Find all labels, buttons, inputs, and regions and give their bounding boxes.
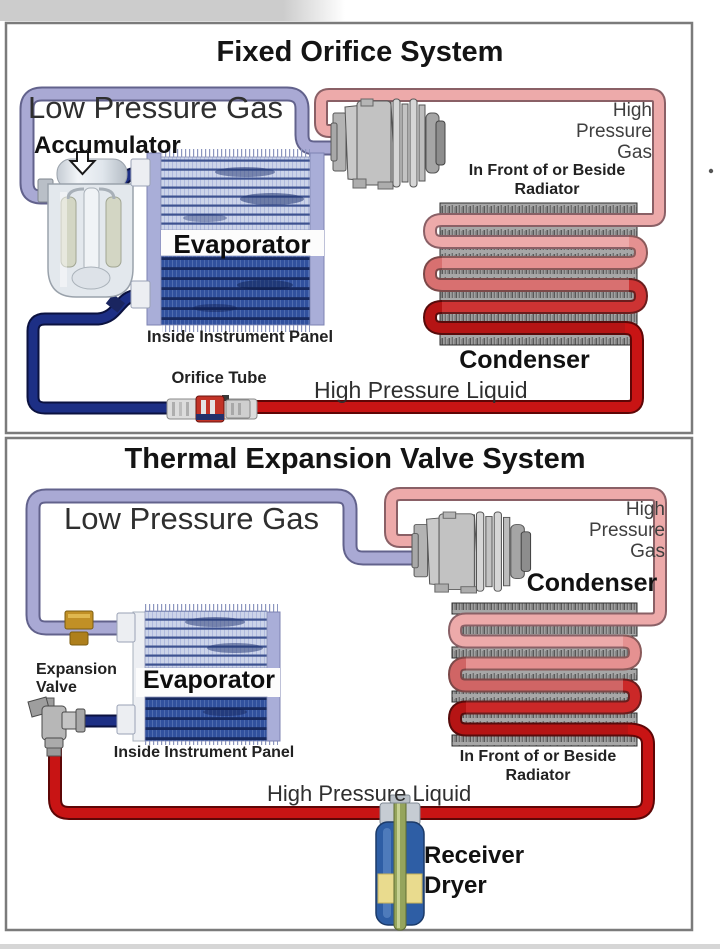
inside-instrument-panel-label-2: Inside Instrument Panel	[113, 744, 295, 761]
inline-fitting	[64, 610, 94, 646]
evaporator-1	[130, 149, 325, 332]
high-pressure-liquid-pipe-2	[50, 724, 653, 818]
radiator-note-2: In Front of or Beside Radiator	[459, 748, 617, 784]
high-pressure-gas-pipe-1	[316, 90, 664, 247]
top-gray-strip	[0, 0, 345, 21]
pipes-fill-2	[27, 489, 665, 818]
evaporator-label-1: Evaporator	[173, 229, 311, 259]
pipes-fill-1	[21, 88, 664, 413]
receiver-dryer-label: Receiver Dryer	[424, 842, 525, 899]
high-pressure-gas-label-2: High Pressure Gas	[588, 499, 665, 562]
condenser-label-2: Condenser	[526, 569, 658, 597]
condenser-label-1: Condenser	[459, 346, 590, 374]
bottom-gray-strip	[0, 944, 720, 949]
high-pressure-liquid-label-2: High Pressure Liquid	[267, 781, 472, 806]
accumulator	[37, 158, 134, 298]
low-pressure-gas-label-1: Low Pressure Gas	[28, 90, 283, 125]
low-pressure-gas-pipe-1	[21, 88, 334, 203]
high-pressure-liquid-label-1: High Pressure Liquid	[314, 377, 528, 403]
accumulator-label: Accumulator	[34, 132, 181, 159]
condenser-coil-2	[451, 602, 638, 747]
stray-dot	[708, 168, 714, 174]
high-pressure-gas-pipe-2	[386, 489, 665, 647]
low-pressure-gas-label-2: Low Pressure Gas	[64, 501, 319, 536]
evaporator-label-2: Evaporator	[143, 666, 275, 694]
expansion-valve	[27, 696, 86, 757]
low-pressure-gas-pipe-2	[27, 490, 424, 634]
evaporator-2	[116, 604, 281, 745]
radiator-note-1: In Front of or Beside Radiator	[468, 162, 626, 198]
high-pressure-liquid-pipe-1	[252, 323, 642, 412]
panel2-title: Thermal Expansion Valve System	[124, 443, 586, 475]
accumulator-arrow-icon	[68, 151, 97, 176]
panel1-title: Fixed Orifice System	[216, 36, 504, 68]
inside-instrument-panel-label-1: Inside Instrument Panel	[146, 328, 334, 346]
receiver-dryer	[375, 794, 425, 931]
high-pressure-gas-label-1: High Pressure Gas	[575, 100, 652, 163]
orifice-tube	[166, 395, 258, 423]
orifice-tube-label: Orifice Tube	[171, 369, 267, 387]
expansion-valve-label: Expansion Valve	[36, 661, 117, 696]
